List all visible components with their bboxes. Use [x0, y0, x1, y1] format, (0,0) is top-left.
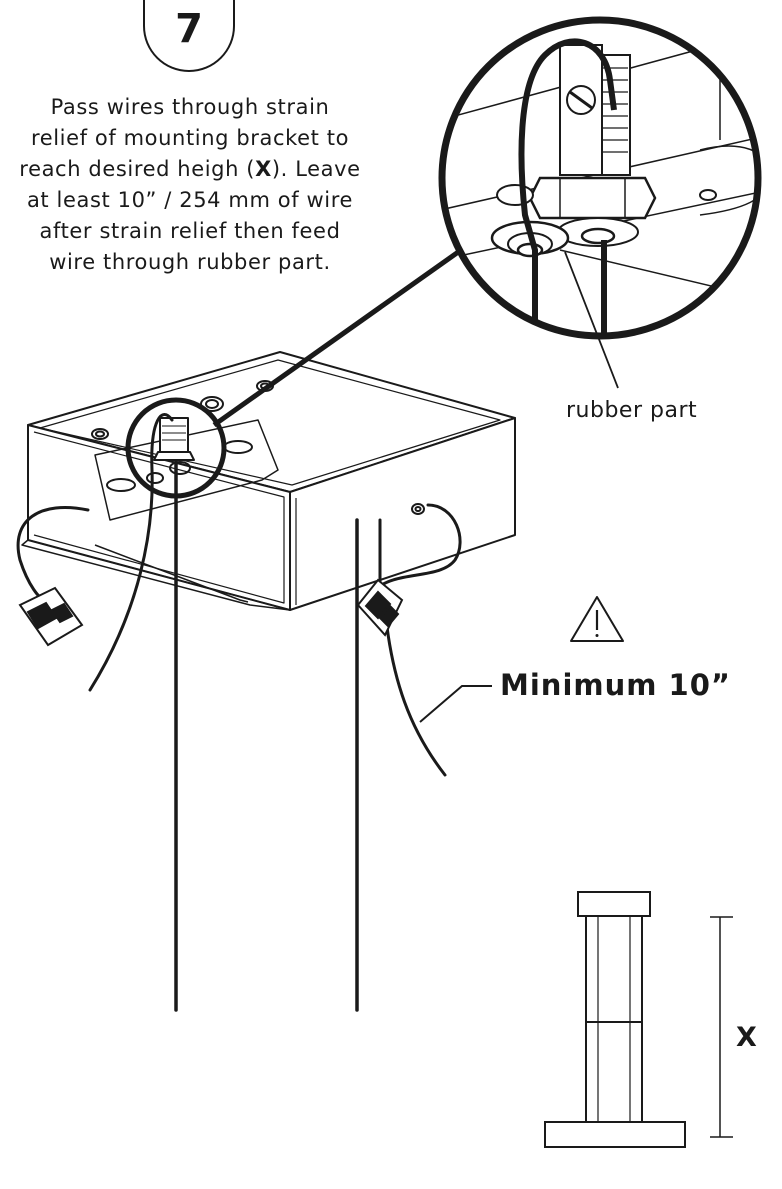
zoom-detail: [442, 20, 758, 336]
instruction-fragment: reach desired heigh (: [19, 157, 256, 181]
zoom-circle-border: [438, 16, 762, 340]
instruction-line: at least 10” / 254 mm of wire: [26, 188, 354, 212]
instruction-line: wire through rubber part.: [49, 250, 331, 274]
instruction-text: Pass wires through strain relief of moun…: [0, 92, 400, 278]
warning-triangle-icon: [570, 596, 624, 642]
instruction-fragment: ). Leave: [271, 157, 361, 181]
zoom-connector-line: [212, 235, 480, 428]
height-dimension: [710, 916, 733, 1138]
minimum-leader: [419, 685, 492, 723]
detail-highlight-circle: [125, 397, 227, 499]
rubber-part-leader: [564, 251, 619, 389]
wires: [16, 413, 462, 1012]
mounting-bracket: [21, 351, 516, 611]
height-label: X: [736, 1022, 757, 1053]
step-badge: 7: [143, 0, 235, 72]
instruction-line: after strain relief then feed: [39, 219, 341, 243]
instruction-line: reach desired heigh (X). Leave: [0, 154, 400, 185]
minimum-length-label: Minimum 10”: [500, 668, 731, 702]
rubber-part-label: rubber part: [566, 398, 698, 423]
step-number: 7: [175, 6, 203, 52]
instruction-emphasis: X: [255, 157, 272, 181]
standoff-post: [544, 891, 686, 1148]
instruction-line: Pass wires through strain: [50, 95, 330, 119]
instruction-line: relief of mounting bracket to: [30, 126, 350, 150]
wire-connector: [18, 578, 404, 647]
